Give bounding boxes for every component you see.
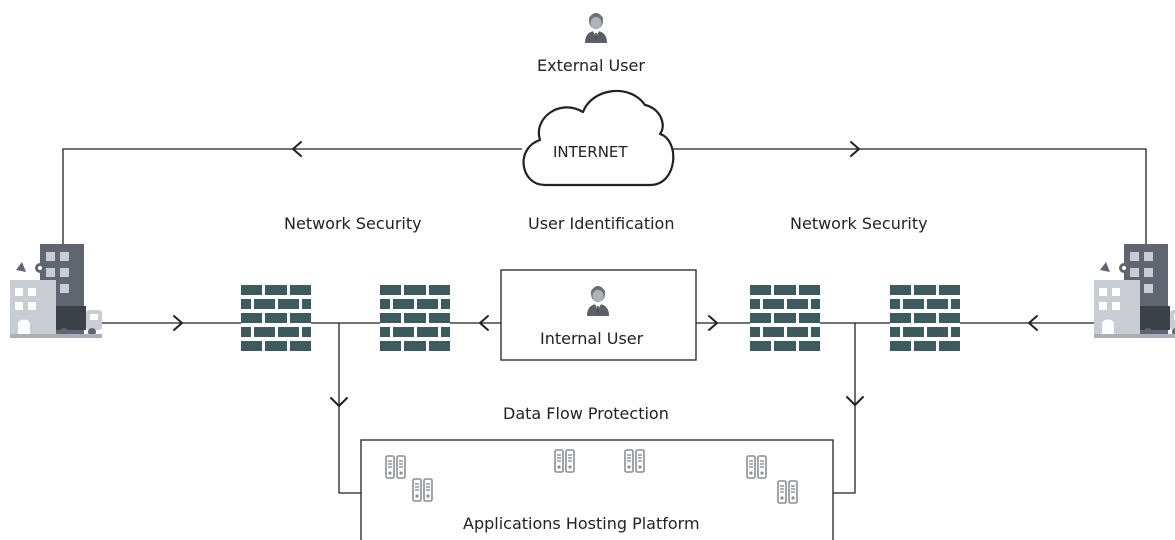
arrow-down-icon [330,397,348,407]
internet-label: INTERNET [553,143,628,161]
user-identification-label: User Identification [528,214,675,233]
external-user-icon [585,13,607,43]
firewall-icon [890,285,960,351]
external-user-label: External User [537,56,645,75]
arrowheads [173,141,1038,407]
arrow-right-icon [173,315,183,331]
firewall-icon [241,285,311,351]
arrow-left-icon [1028,315,1038,331]
connection-lines [62,148,1147,494]
internet-cloud-icon [522,89,675,187]
arrow-left-icon [479,315,489,331]
arrow-down-icon [846,396,864,406]
arrow-right-icon [708,315,718,331]
data-flow-protection-label: Data Flow Protection [503,404,669,423]
left-building-icon [10,244,102,338]
applications-hosting-platform-label: Applications Hosting Platform [463,514,700,533]
network-security-left-label: Network Security [284,214,422,233]
firewall-icon [750,285,820,351]
arrow-right-icon [850,141,860,157]
firewall-icon [380,285,450,351]
arrow-left-icon [292,141,302,157]
network-security-right-label: Network Security [790,214,928,233]
right-building-icon [1094,244,1175,338]
internal-user-label: Internal User [540,329,644,348]
